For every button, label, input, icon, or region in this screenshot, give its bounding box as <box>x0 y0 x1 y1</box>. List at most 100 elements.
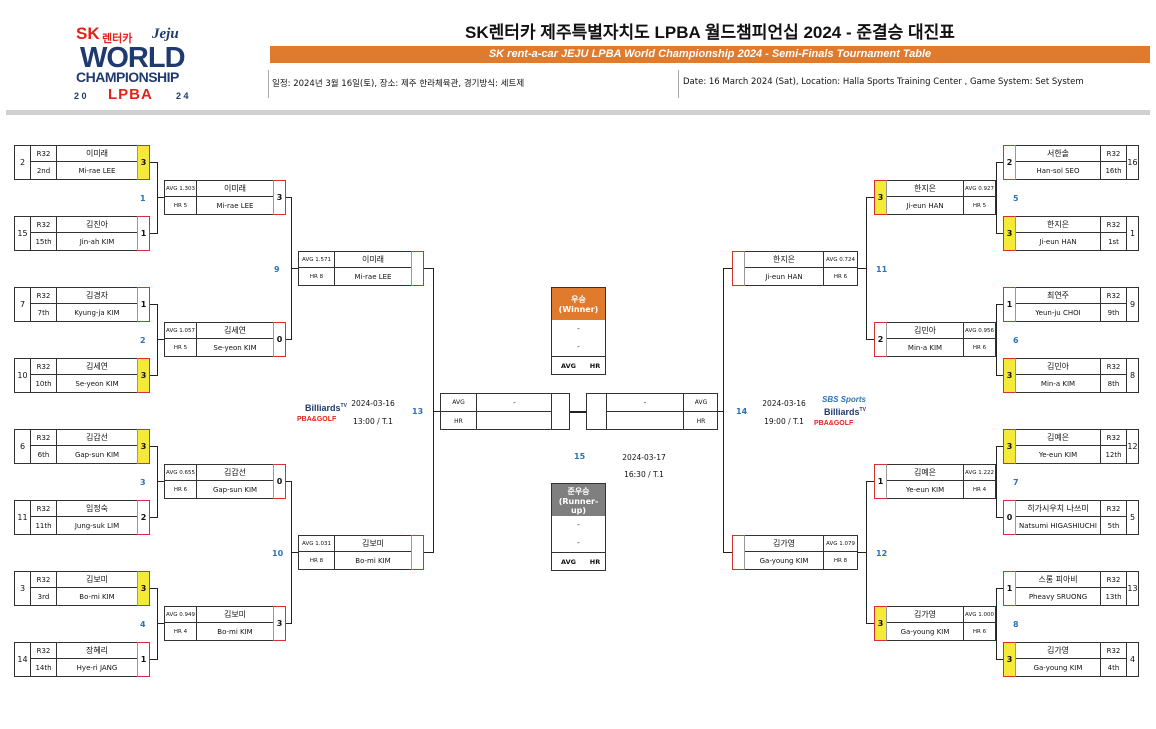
bracket-line <box>996 659 1003 660</box>
seed-number: 7 <box>15 288 31 321</box>
player-name-ko: 김세연 <box>197 323 273 339</box>
bracket-line <box>996 162 997 234</box>
player-name-en: Bo-mi KIM <box>79 592 115 601</box>
rank-label: 3rd <box>31 588 57 605</box>
rank-label: 5th <box>1100 517 1126 534</box>
round-label: R32 <box>31 359 57 375</box>
bracket-line <box>157 623 164 624</box>
bracket-line <box>157 339 164 340</box>
bracket-line <box>157 588 158 660</box>
seed-number: 16 <box>1126 146 1138 179</box>
header-separator <box>6 110 1150 115</box>
broadcaster-name: Billiards <box>305 403 341 413</box>
rank-label: 9th <box>1100 304 1126 321</box>
set-score <box>411 535 424 570</box>
avg-value: AVG 1.031 <box>299 536 335 552</box>
semifinal-right-box: - AVG HR <box>606 393 718 430</box>
rank-label: 14th <box>31 659 57 676</box>
set-score: 3 <box>874 606 887 641</box>
bracket-line <box>858 552 866 553</box>
match-number: 9 <box>274 265 280 274</box>
bracket-line <box>996 446 1003 447</box>
bracket-line <box>291 268 298 269</box>
seed-number: 8 <box>1126 359 1138 392</box>
bracket-line <box>723 268 732 269</box>
winner-line1: - <box>577 325 580 333</box>
rank-label: 12th <box>1100 446 1126 463</box>
set-score: 3 <box>137 145 150 180</box>
hr-value: HR 5 <box>165 197 197 214</box>
bracket-line <box>996 233 1003 234</box>
seed-number: 12 <box>1126 430 1138 463</box>
round-label: R32 <box>1100 643 1126 659</box>
broadcaster-pba-golf-left: PBA&GOLF <box>297 416 337 423</box>
round-label: R32 <box>1100 501 1126 517</box>
semifinal-left-box: AVG HR - <box>440 393 552 430</box>
match-number: 5 <box>1013 194 1019 203</box>
hr-value: HR 4 <box>963 481 995 498</box>
set-score: 3 <box>137 429 150 464</box>
runner-up-title: 준우승 <box>567 486 590 496</box>
bracket-line <box>866 197 867 340</box>
player-name-en: Jung-suk LIM <box>74 521 120 530</box>
match-number: 6 <box>1013 336 1019 345</box>
set-score: 0 <box>273 464 286 499</box>
semi-right-time: 19:00 / T.1 <box>764 417 804 426</box>
player-name-ko: 한지은 <box>887 181 963 197</box>
semi-avg-label: AVG <box>441 394 477 412</box>
player-name-ko: 김민아 <box>1016 359 1100 375</box>
seed-number: 5 <box>1126 501 1138 534</box>
player-name-ko: 김가영 <box>887 607 963 623</box>
semi-right-date: 2024-03-16 <box>762 399 806 408</box>
round-label: R32 <box>31 217 57 233</box>
runner-up-header: 준우승(Runner-up) <box>552 484 605 516</box>
set-score: 1 <box>137 287 150 322</box>
avg-value: AVG 1.222 <box>963 465 995 481</box>
player-name-en: Mi-rae LEE <box>354 272 392 281</box>
match-number: 2 <box>140 336 146 345</box>
avg-value: AVG 1.571 <box>299 252 335 268</box>
set-score: 0 <box>273 322 286 357</box>
bracket-line <box>150 517 157 518</box>
bracket-line <box>150 233 157 234</box>
divider <box>268 70 269 98</box>
set-score <box>732 535 745 570</box>
player-name-en: Ga-young KIM <box>900 627 950 636</box>
bracket-line <box>286 481 291 482</box>
player-name-ko: 한지은 <box>1016 217 1100 233</box>
set-score: 3 <box>273 606 286 641</box>
seed-number: 4 <box>1126 643 1138 676</box>
tv-mark: TV <box>340 403 347 409</box>
event-info-en: Date: 16 March 2024 (Sat), Location: Hal… <box>683 77 1084 87</box>
set-score: 3 <box>137 358 150 393</box>
set-score: 3 <box>1003 642 1016 677</box>
player-name-ko: 이미래 <box>197 181 273 197</box>
bracket-line <box>157 162 158 234</box>
avg-value: AVG 1.303 <box>165 181 197 197</box>
winner-header: 우승(Winner) <box>552 288 605 320</box>
bracket-line <box>150 304 157 305</box>
set-score: 2 <box>137 500 150 535</box>
round-label: R32 <box>31 146 57 162</box>
set-score: 3 <box>874 180 887 215</box>
set-score: 3 <box>137 571 150 606</box>
rank-label: 6th <box>31 446 57 463</box>
player-name-ko: 김예은 <box>887 465 963 481</box>
semi-player-en <box>477 412 552 430</box>
winner-avg-label: AVG <box>561 361 576 370</box>
logo-rentacar: 렌터카 <box>102 32 133 45</box>
match-number: 10 <box>272 549 284 558</box>
round-label: R32 <box>1100 430 1126 446</box>
player-name-ko: 최연주 <box>1016 288 1100 304</box>
divider <box>678 70 679 98</box>
